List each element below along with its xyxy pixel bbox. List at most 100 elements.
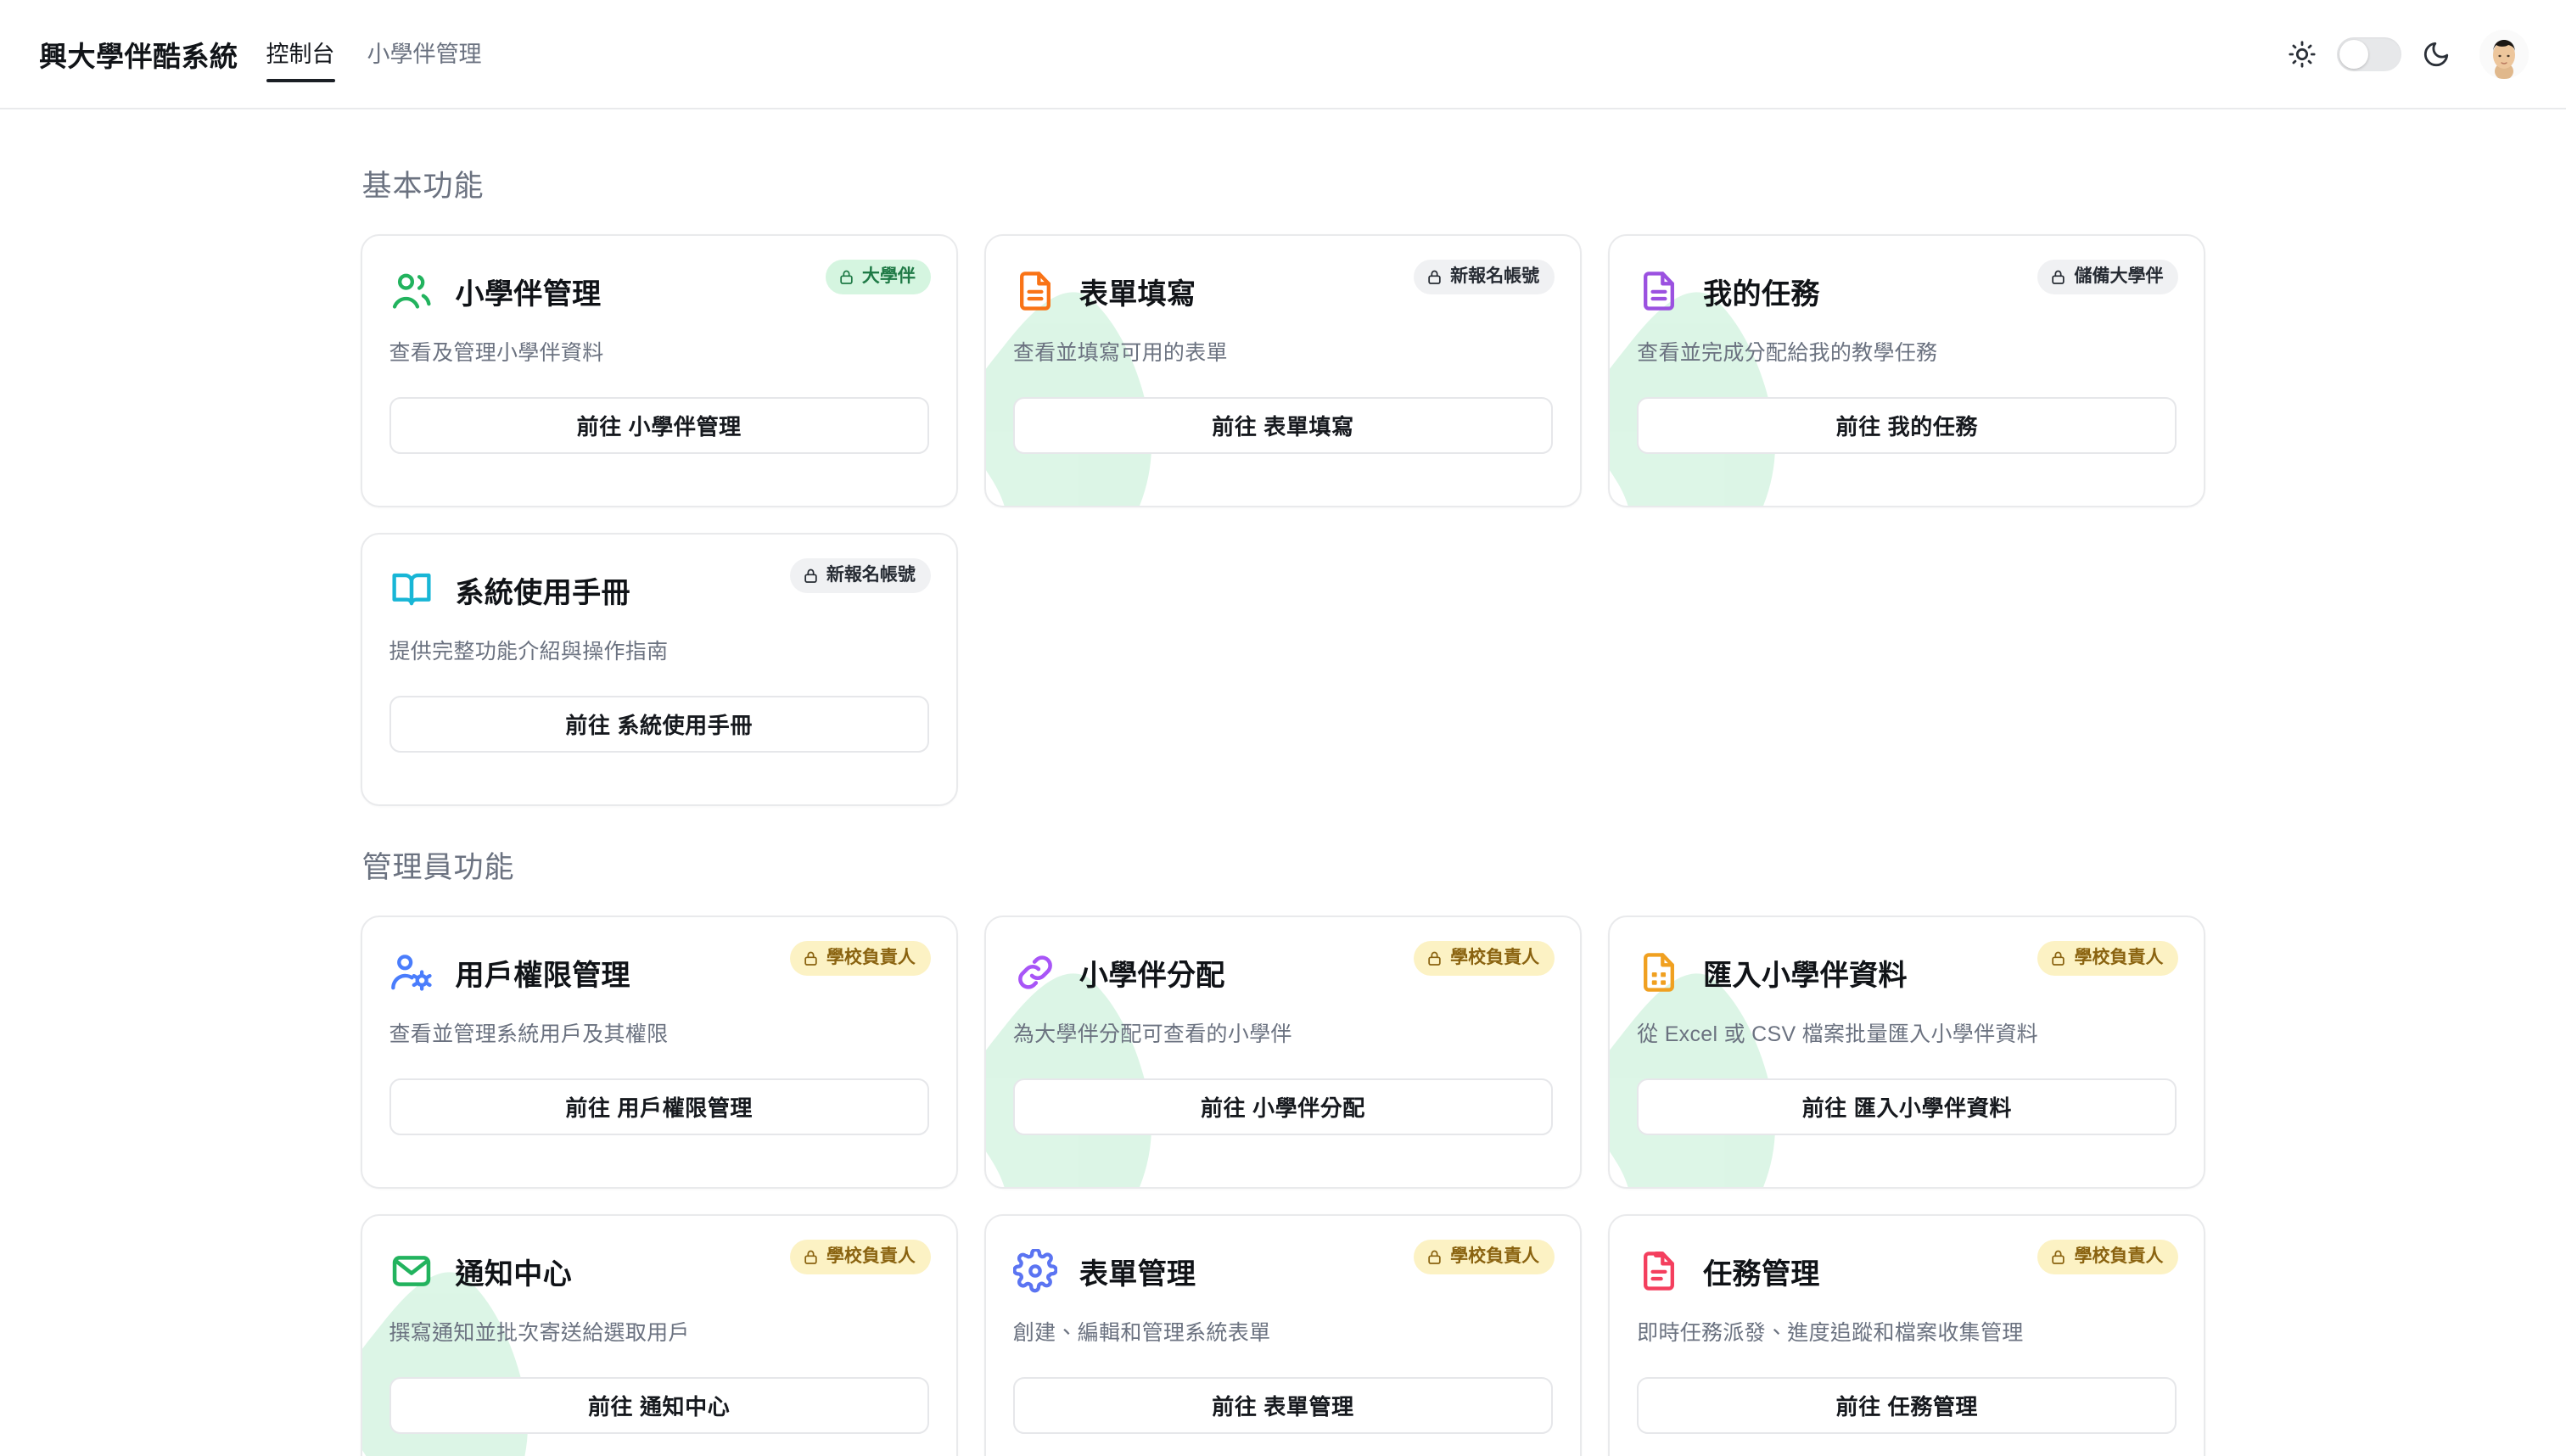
feature-card-goto-button[interactable]: 前往 小學伴分配 bbox=[1012, 1078, 1554, 1136]
feature-card-goto-button[interactable]: 前往 表單填寫 bbox=[1012, 397, 1554, 455]
nav-link-dashboard[interactable]: 控制台 bbox=[266, 31, 335, 82]
feature-card[interactable]: 新報名帳號 系統使用手冊 提供完整功能介紹與操作指南 前往 系統使用手冊 bbox=[360, 533, 958, 806]
feature-card-description: 為大學伴分配可查看的小學伴 bbox=[1012, 1022, 1292, 1046]
feature-card-goto-button[interactable]: 前往 系統使用手冊 bbox=[389, 696, 929, 753]
feature-card-header: 小學伴分配 bbox=[1013, 946, 1553, 999]
feature-card[interactable]: 學校負責人 匯入小學伴資料 從 Excel 或 CSV 檔案批量匯入小學伴資料 … bbox=[1608, 916, 2206, 1189]
nav-right-controls bbox=[2288, 29, 2529, 79]
role-badge: 儲備大學伴 bbox=[2037, 260, 2179, 295]
app-brand-title: 興大學伴酷系統 bbox=[39, 40, 238, 72]
feature-card-goto-button[interactable]: 前往 任務管理 bbox=[1637, 1377, 2177, 1435]
feature-card-title: 用戶權限管理 bbox=[455, 959, 630, 992]
feature-card[interactable]: 學校負責人 通知中心 撰寫通知並批次寄送給選取用戶 前往 通知中心 bbox=[360, 1214, 958, 1456]
feature-card-content: 匯入小學伴資料 從 Excel 或 CSV 檔案批量匯入小學伴資料 前往 匯入小… bbox=[1637, 946, 2177, 1136]
feature-section: 基本功能 大學伴 小學伴管理 查看及管理小學伴資料 前往 小學伴管理 bbox=[360, 162, 2206, 806]
feature-card-title: 表單管理 bbox=[1079, 1257, 1196, 1291]
role-badge: 學校負責人 bbox=[2037, 1240, 2179, 1275]
feature-card[interactable]: 儲備大學伴 我的任務 查看並完成分配給我的教學任務 前往 我的任務 bbox=[1608, 234, 2206, 507]
lock-icon bbox=[2050, 950, 2066, 966]
feature-card-content: 小學伴分配 為大學伴分配可查看的小學伴 前往 小學伴分配 bbox=[1012, 946, 1554, 1136]
user-avatar[interactable] bbox=[2479, 29, 2529, 79]
feature-card-description: 查看及管理小學伴資料 bbox=[389, 341, 604, 365]
feature-card-title: 表單填寫 bbox=[1079, 277, 1196, 311]
feature-card[interactable]: 學校負責人 用戶權限管理 查看並管理系統用戶及其權限 前往 用戶權限管理 bbox=[360, 916, 958, 1189]
role-badge-label: 儲備大學伴 bbox=[2074, 266, 2164, 286]
feature-card-title: 匯入小學伴資料 bbox=[1703, 959, 1908, 992]
feature-card-description: 查看並管理系統用戶及其權限 bbox=[389, 1022, 669, 1046]
book-open-icon bbox=[389, 568, 434, 612]
feature-card[interactable]: 學校負責人 任務管理 即時任務派發、進度追蹤和檔案收集管理 前往 任務管理 bbox=[1608, 1214, 2206, 1456]
role-badge: 學校負責人 bbox=[789, 1240, 931, 1275]
feature-card-grid: 學校負責人 用戶權限管理 查看並管理系統用戶及其權限 前往 用戶權限管理 學校負… bbox=[360, 916, 2206, 1456]
moon-icon bbox=[2422, 40, 2451, 69]
role-badge: 大學伴 bbox=[825, 260, 931, 295]
feature-card-description: 查看並完成分配給我的教學任務 bbox=[1637, 341, 1938, 365]
role-badge-label: 新報名帳號 bbox=[1450, 266, 1540, 286]
feature-card-content: 我的任務 查看並完成分配給我的教學任務 前往 我的任務 bbox=[1637, 265, 2177, 455]
feature-section: 管理員功能 學校負責人 用戶權限管理 查看並管理系統用戶及其權限 前往 用戶權限… bbox=[360, 843, 2206, 1456]
feature-card[interactable]: 學校負責人 表單管理 創建、編輯和管理系統表單 前往 表單管理 bbox=[983, 1214, 1583, 1456]
main-nav: 控制台 小學伴管理 bbox=[266, 0, 482, 108]
dashboard-page: 基本功能 大學伴 小學伴管理 查看及管理小學伴資料 前往 小學伴管理 bbox=[0, 109, 2566, 1456]
top-navigation-bar: 興大學伴酷系統 控制台 小學伴管理 bbox=[0, 0, 2566, 109]
feature-card-goto-button[interactable]: 前往 我的任務 bbox=[1637, 397, 2177, 455]
lock-icon bbox=[1426, 269, 1443, 285]
role-badge: 新報名帳號 bbox=[789, 558, 931, 594]
feature-card-goto-button[interactable]: 前往 通知中心 bbox=[389, 1377, 929, 1435]
feature-card-header: 用戶權限管理 bbox=[389, 946, 929, 999]
feature-card-description: 從 Excel 或 CSV 檔案批量匯入小學伴資料 bbox=[1637, 1022, 2038, 1046]
feature-card-grid: 大學伴 小學伴管理 查看及管理小學伴資料 前往 小學伴管理 新報名帳號 bbox=[360, 234, 2206, 806]
section-title: 基本功能 bbox=[361, 170, 485, 203]
role-badge-label: 大學伴 bbox=[861, 266, 916, 286]
theme-toggle-switch[interactable] bbox=[2337, 36, 2401, 71]
lock-icon bbox=[803, 950, 819, 966]
mail-icon bbox=[389, 1249, 434, 1293]
feature-card-content: 任務管理 即時任務派發、進度追蹤和檔案收集管理 前往 任務管理 bbox=[1637, 1245, 2177, 1435]
feature-card-content: 通知中心 撰寫通知並批次寄送給選取用戶 前往 通知中心 bbox=[389, 1245, 929, 1435]
feature-card-goto-button[interactable]: 前往 表單管理 bbox=[1012, 1377, 1554, 1435]
role-badge-label: 學校負責人 bbox=[1450, 948, 1540, 967]
role-badge: 學校負責人 bbox=[2037, 941, 2179, 977]
users-icon bbox=[389, 269, 434, 313]
nav-link-label: 小學伴管理 bbox=[367, 42, 482, 67]
role-badge-label: 學校負責人 bbox=[1450, 1246, 1540, 1266]
lock-icon bbox=[838, 269, 854, 285]
feature-card-goto-button[interactable]: 前往 用戶權限管理 bbox=[389, 1078, 929, 1136]
feature-card-goto-button[interactable]: 前往 匯入小學伴資料 bbox=[1637, 1078, 2177, 1136]
feature-card[interactable]: 學校負責人 小學伴分配 為大學伴分配可查看的小學伴 前往 小學伴分配 bbox=[983, 916, 1583, 1189]
feature-card-content: 系統使用手冊 提供完整功能介紹與操作指南 前往 系統使用手冊 bbox=[389, 563, 929, 753]
feature-card-header: 小學伴管理 bbox=[389, 265, 929, 317]
file-text-icon bbox=[1637, 269, 1681, 313]
feature-card-title: 小學伴分配 bbox=[1079, 959, 1225, 992]
feature-card-header: 我的任務 bbox=[1637, 265, 2177, 317]
role-badge: 學校負責人 bbox=[1414, 1240, 1555, 1275]
feature-card-header: 表單管理 bbox=[1012, 1245, 1553, 1297]
user-cog-icon bbox=[389, 950, 434, 994]
feature-card-goto-button[interactable]: 前往 小學伴管理 bbox=[389, 397, 929, 455]
feature-card-description: 提供完整功能介紹與操作指南 bbox=[389, 640, 669, 664]
section-title: 管理員功能 bbox=[361, 851, 515, 884]
feature-card-content: 小學伴管理 查看及管理小學伴資料 前往 小學伴管理 bbox=[389, 265, 929, 455]
link-icon bbox=[1013, 950, 1057, 994]
feature-card-title: 小學伴管理 bbox=[455, 277, 602, 311]
feature-card-header: 表單填寫 bbox=[1013, 265, 1553, 317]
lock-icon bbox=[803, 1249, 819, 1265]
lock-icon bbox=[1426, 950, 1443, 966]
feature-card[interactable]: 大學伴 小學伴管理 查看及管理小學伴資料 前往 小學伴管理 bbox=[360, 234, 958, 507]
feature-card-header: 通知中心 bbox=[389, 1245, 929, 1297]
feature-card-header: 系統使用手冊 bbox=[389, 563, 929, 616]
feature-card-title: 系統使用手冊 bbox=[455, 576, 630, 609]
file-clipboard-icon bbox=[1637, 1249, 1681, 1293]
role-badge-label: 學校負責人 bbox=[826, 1246, 916, 1266]
dashboard-container: 基本功能 大學伴 小學伴管理 查看及管理小學伴資料 前往 小學伴管理 bbox=[360, 162, 2206, 1456]
feature-card-content: 表單管理 創建、編輯和管理系統表單 前往 表單管理 bbox=[1012, 1245, 1554, 1435]
feature-card-description: 創建、編輯和管理系統表單 bbox=[1012, 1321, 1271, 1345]
role-badge-label: 學校負責人 bbox=[2074, 1246, 2164, 1266]
nav-link-student-management[interactable]: 小學伴管理 bbox=[367, 31, 482, 77]
theme-toggle-knob bbox=[2339, 39, 2368, 69]
feature-card-description: 撰寫通知並批次寄送給選取用戶 bbox=[389, 1321, 690, 1345]
sun-icon bbox=[2288, 40, 2317, 69]
lock-icon bbox=[2050, 1249, 2066, 1265]
feature-card[interactable]: 新報名帳號 表單填寫 查看並填寫可用的表單 前往 表單填寫 bbox=[983, 234, 1583, 507]
role-badge-label: 學校負責人 bbox=[826, 948, 916, 967]
